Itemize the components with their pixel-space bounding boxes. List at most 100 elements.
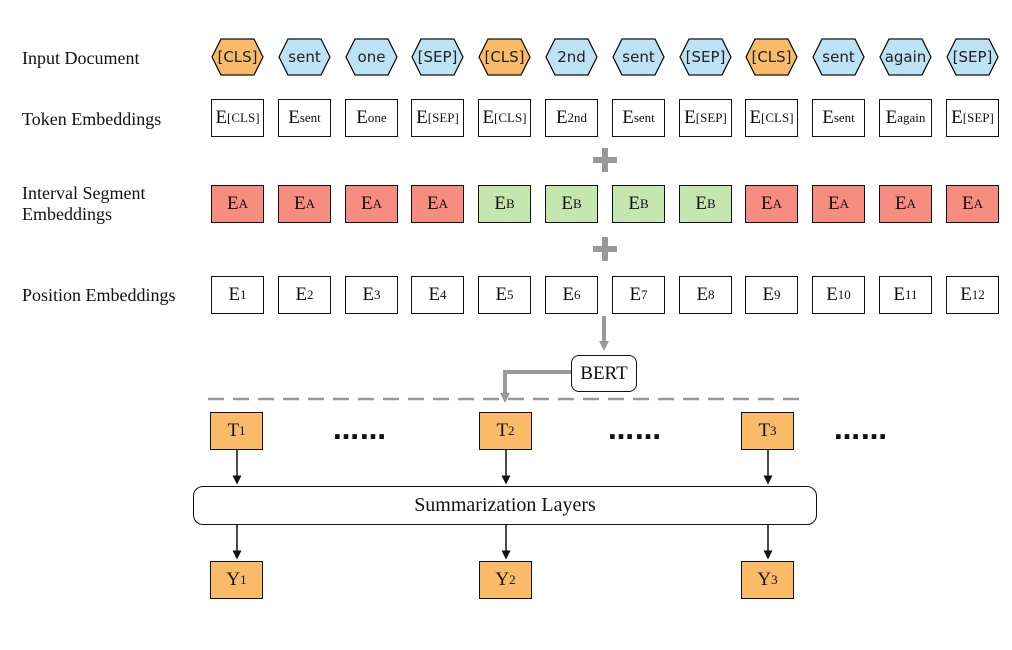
segment-embedding-base: E [427, 193, 439, 214]
token-embedding-1: E[CLS] [211, 99, 264, 137]
hexagon-shape [745, 38, 798, 76]
segment-embedding-base: E [628, 193, 640, 214]
hexagon-shape [545, 38, 598, 76]
token-embedding-base: E [356, 107, 368, 128]
position-embedding-base: E [495, 284, 508, 305]
output-t1-base: T [227, 420, 240, 441]
position-embedding-base: E [362, 284, 375, 305]
input-token-5: [CLS] [478, 38, 531, 76]
token-embedding-4: E[SEP] [411, 99, 464, 137]
row-label-position-embeddings: Position Embeddings [22, 285, 176, 305]
row-label-token-embeddings: Token Embeddings [22, 109, 162, 129]
token-embedding-5: E[CLS] [478, 99, 531, 137]
input-token-8: [SEP] [679, 38, 732, 76]
input-token-1: [CLS] [211, 38, 264, 76]
token-embedding-base: E [749, 107, 762, 128]
input-token-7: sent [612, 38, 665, 76]
input-token-text: [CLS] [217, 48, 258, 66]
position-embedding-base: E [960, 284, 972, 305]
input-token-text: sent [822, 48, 855, 66]
position-embedding-base: E [826, 284, 838, 305]
position-embedding-base: E [295, 284, 308, 305]
output-y1-base: Y [226, 569, 241, 590]
segment-embedding-base: E [761, 193, 773, 214]
input-token-text: sent [622, 48, 655, 66]
row-label-interval-segment-embeddings: Interval Segment Embeddings [22, 183, 146, 224]
token-embedding-base: E [822, 107, 834, 128]
hexagon-shape [278, 38, 331, 76]
plus-icon [593, 148, 617, 172]
segment-embedding-base: E [494, 193, 506, 214]
segment-embedding-base: E [962, 193, 974, 214]
token-embedding-base: E [684, 107, 696, 128]
token-embedding-9: E[CLS] [745, 99, 798, 137]
input-token-10: sent [812, 38, 865, 76]
input-token-9: [CLS] [745, 38, 798, 76]
token-embedding-12: E[SEP] [946, 99, 999, 137]
hexagon-shape [478, 38, 531, 76]
token-embedding-base: E [482, 107, 495, 128]
hexagon-shape [812, 38, 865, 76]
summarization-layers-box: Summarization Layers [193, 486, 817, 525]
hexagon-shape [345, 38, 398, 76]
ellipsis-3: …… [834, 416, 888, 446]
output-y2-base: Y [495, 569, 510, 590]
position-embedding-base: E [428, 284, 441, 305]
ellipsis-2: …… [608, 416, 662, 446]
output-y3-base: Y [757, 569, 772, 590]
input-token-text: [SEP] [685, 48, 726, 66]
hexagon-shape [879, 38, 932, 76]
hexagon-shape [679, 38, 732, 76]
hexagon-shape [946, 38, 999, 76]
segment-embedding-base: E [695, 193, 707, 214]
row-label-input-document: Input Document [22, 48, 140, 68]
input-token-6: 2nd [545, 38, 598, 76]
output-t3-base: T [758, 420, 771, 441]
input-token-text: [SEP] [952, 48, 993, 66]
segment-embedding-base: E [828, 193, 840, 214]
position-embedding-base: E [762, 284, 775, 305]
ellipsis-1: …… [333, 416, 387, 446]
position-embedding-base: E [629, 284, 642, 305]
input-token-text: [CLS] [751, 48, 792, 66]
token-embedding-base: E [951, 107, 963, 128]
input-token-text: [SEP] [417, 48, 458, 66]
input-token-text: one [357, 48, 386, 66]
input-token-12: [SEP] [946, 38, 999, 76]
position-embedding-base: E [696, 284, 709, 305]
token-embedding-base: E [885, 107, 898, 128]
token-embedding-8: E[SEP] [679, 99, 732, 137]
input-token-text: [CLS] [484, 48, 525, 66]
hexagon-shape [411, 38, 464, 76]
token-embedding-base: E [416, 107, 428, 128]
